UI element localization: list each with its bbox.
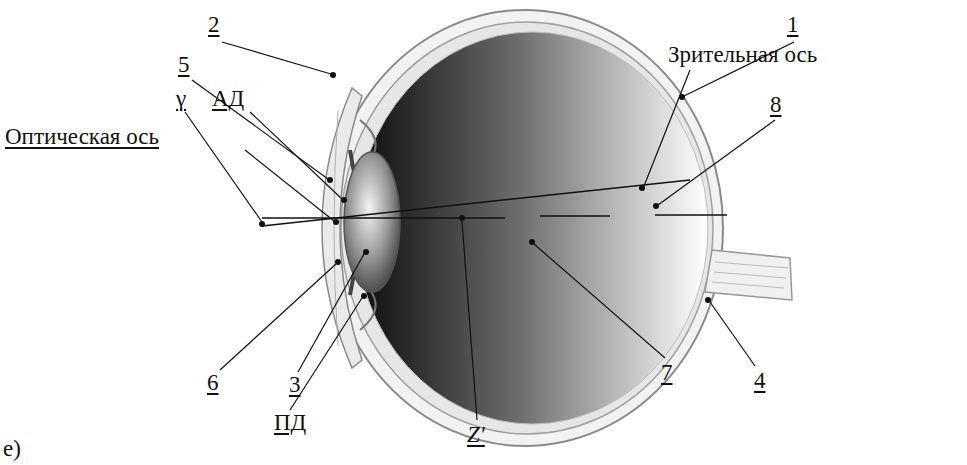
callout-label: 5	[178, 52, 190, 77]
callout-label: 2	[208, 12, 220, 37]
callout-label: ПД	[274, 410, 306, 435]
callout-label: 7	[661, 360, 673, 385]
callout-label: 1	[787, 12, 799, 37]
callout-label: 4	[754, 368, 766, 393]
axis-label: Оптическая ось	[5, 124, 159, 149]
axis-label: Зрительная ось	[668, 42, 817, 67]
callout-label: 8	[770, 92, 782, 117]
callout-label: γ	[176, 86, 186, 111]
callout-label: 6	[207, 370, 219, 395]
callout-label: е)	[3, 436, 21, 461]
callout-label: 3	[289, 372, 301, 397]
callout-label: Z′	[467, 422, 485, 447]
callout-label: АД	[212, 86, 244, 111]
